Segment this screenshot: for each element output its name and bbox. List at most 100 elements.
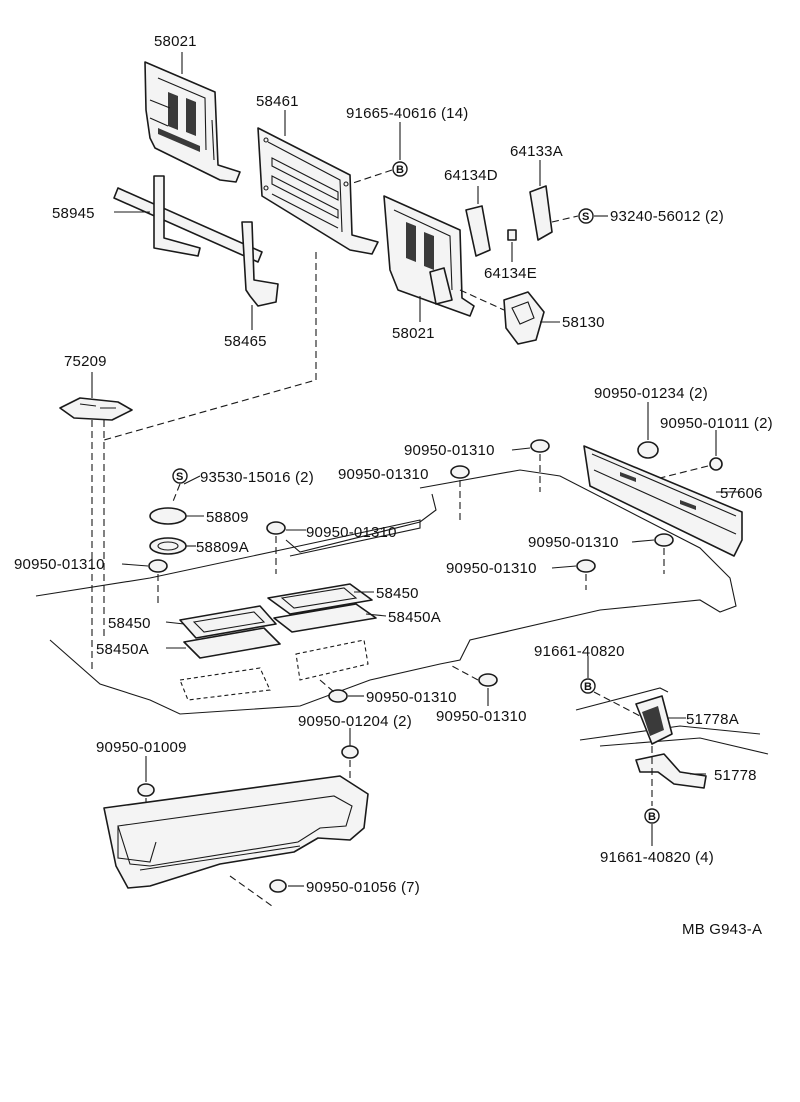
bracket-58465 bbox=[241, 221, 279, 307]
plug-c bbox=[266, 521, 286, 535]
label-93240: 93240-56012 (2) bbox=[610, 208, 724, 225]
dash-91665 bbox=[349, 169, 393, 185]
plug-d bbox=[148, 559, 168, 573]
plug-h bbox=[478, 673, 498, 687]
under-tray bbox=[103, 775, 369, 889]
label-90950-01204: 90950-01204 (2) bbox=[298, 713, 412, 730]
label-51778A: 51778A bbox=[686, 711, 739, 728]
plate-75209 bbox=[59, 397, 133, 421]
dash-58130 bbox=[459, 289, 505, 311]
label-90950-01310-d: 90950-01310 bbox=[14, 556, 105, 573]
dash-90950-01056 bbox=[229, 875, 273, 907]
plug-a bbox=[530, 439, 550, 453]
label-58130: 58130 bbox=[562, 314, 605, 331]
panel-58021-lower bbox=[383, 195, 475, 317]
label-75209: 75209 bbox=[64, 353, 107, 370]
plug-90950-01056 bbox=[269, 879, 287, 893]
label-58450-left: 58450 bbox=[108, 615, 151, 632]
dash-plug-g bbox=[319, 679, 335, 693]
label-58021-lower: 58021 bbox=[392, 325, 435, 342]
plug-90950-01011 bbox=[709, 457, 723, 471]
leader-93530 bbox=[183, 475, 201, 485]
label-64134D: 64134D bbox=[444, 167, 498, 184]
label-58809: 58809 bbox=[206, 509, 249, 526]
label-58450-right: 58450 bbox=[376, 585, 419, 602]
plug-g bbox=[328, 689, 348, 703]
cover-58450-right bbox=[267, 583, 377, 633]
label-58809A: 58809A bbox=[196, 539, 249, 556]
label-90950-01011: 90950-01011 (2) bbox=[660, 415, 773, 432]
label-90950-01009: 90950-01009 bbox=[96, 739, 187, 756]
bolt-b-letter-bottom: B bbox=[648, 811, 656, 823]
cap-58809 bbox=[149, 507, 187, 525]
label-58450A-left: 58450A bbox=[96, 641, 149, 658]
label-51778: 51778 bbox=[714, 767, 757, 784]
label-58450A-right: 58450A bbox=[388, 609, 441, 626]
rail-57606 bbox=[583, 445, 743, 557]
bolt-b-symbol bbox=[392, 161, 408, 177]
screw-s-letter-93530: S bbox=[176, 471, 183, 483]
leader-plug-a bbox=[511, 447, 531, 451]
label-64134E: 64134E bbox=[484, 265, 537, 282]
plug-90950-01204 bbox=[341, 745, 359, 759]
label-64133A: 64133A bbox=[510, 143, 563, 160]
bracket-51778A bbox=[635, 695, 673, 745]
dash-93240 bbox=[551, 215, 579, 223]
leader-58450A-right bbox=[365, 613, 387, 617]
frame-rail-side bbox=[575, 687, 769, 755]
cover-58130 bbox=[503, 291, 545, 345]
label-90950-01310-b: 90950-01310 bbox=[338, 466, 429, 483]
leader-plug-e bbox=[631, 539, 655, 543]
label-91665: 91665-40616 (14) bbox=[346, 105, 468, 122]
label-93530: 93530-15016 (2) bbox=[200, 469, 314, 486]
pad-64134D bbox=[465, 205, 491, 257]
label-91661-top: 91661-40820 bbox=[534, 643, 625, 660]
bracket-51778 bbox=[635, 753, 707, 789]
label-58945: 58945 bbox=[52, 205, 95, 222]
leader-plug-f bbox=[551, 565, 577, 569]
label-90950-01056: 90950-01056 (7) bbox=[306, 879, 420, 896]
floor-panel-outline bbox=[35, 469, 737, 715]
diagram-code: MB G943-A bbox=[682, 921, 762, 938]
label-90950-01310-f: 90950-01310 bbox=[446, 560, 537, 577]
frame-58461 bbox=[257, 127, 379, 255]
plug-e bbox=[654, 533, 674, 547]
leader-58450-left bbox=[165, 621, 185, 625]
dash-93530 bbox=[171, 483, 181, 505]
gasket-58809A-inner bbox=[157, 541, 179, 551]
bar-58945 bbox=[113, 175, 263, 263]
grommet-90950-01234 bbox=[637, 441, 659, 459]
leader-plug-d bbox=[121, 563, 149, 567]
label-90950-01310-h: 90950-01310 bbox=[436, 708, 527, 725]
bolt-b-letter: B bbox=[396, 164, 404, 176]
label-57606: 57606 bbox=[720, 485, 763, 502]
label-90950-01234: 90950-01234 (2) bbox=[594, 385, 708, 402]
plug-b bbox=[450, 465, 470, 479]
panel-58021-upper bbox=[144, 61, 241, 183]
bolt-b-symbol-bottom bbox=[644, 808, 660, 824]
dash-91661-top bbox=[593, 691, 641, 717]
label-90950-01310-g: 90950-01310 bbox=[366, 689, 457, 706]
label-90950-01310-c: 90950-01310 bbox=[306, 524, 397, 541]
dash-plug-h bbox=[451, 665, 479, 681]
plug-90950-01009 bbox=[137, 783, 155, 797]
bolt-b-symbol-top bbox=[580, 678, 596, 694]
label-58465: 58465 bbox=[224, 333, 267, 350]
screw-s-symbol-93530 bbox=[172, 468, 188, 484]
bolt-b-letter-top: B bbox=[584, 681, 592, 693]
label-91661-bottom: 91661-40820 (4) bbox=[600, 849, 714, 866]
label-90950-01310-a: 90950-01310 bbox=[404, 442, 495, 459]
label-58461: 58461 bbox=[256, 93, 299, 110]
cover-58450-left bbox=[179, 605, 281, 659]
dash-frame-to-floor bbox=[103, 252, 317, 441]
screw-s-letter-93240: S bbox=[582, 211, 589, 223]
label-58021-upper: 58021 bbox=[154, 33, 197, 50]
label-90950-01310-e: 90950-01310 bbox=[528, 534, 619, 551]
gasket-58809A bbox=[149, 537, 187, 555]
dash-90950-01011 bbox=[659, 465, 709, 479]
screw-s-symbol-93240 bbox=[578, 208, 594, 224]
pad-64133A bbox=[529, 185, 553, 241]
clip-64134E bbox=[507, 229, 517, 241]
